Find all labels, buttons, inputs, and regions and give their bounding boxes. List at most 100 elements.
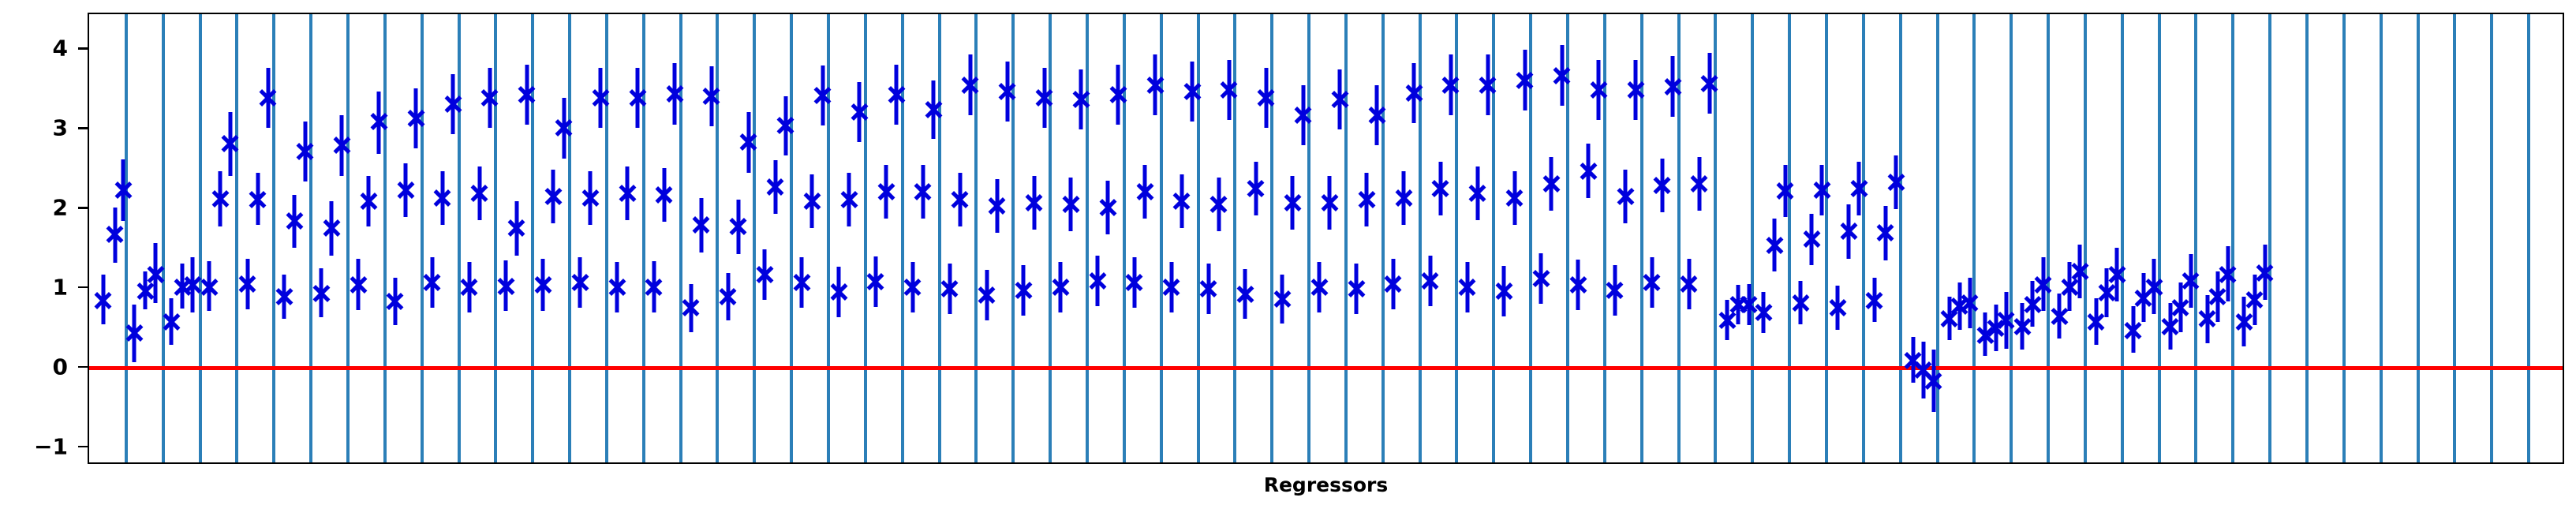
group-separator-line xyxy=(198,14,202,462)
error-bar xyxy=(121,159,125,222)
error-bar xyxy=(207,260,211,312)
error-bar xyxy=(2205,295,2210,343)
error-bar xyxy=(689,283,694,332)
error-bar xyxy=(1364,172,1369,227)
error-bar xyxy=(2141,272,2146,323)
error-bar xyxy=(1586,144,1591,199)
error-bar xyxy=(578,256,582,309)
group-separator-line xyxy=(1751,14,1755,462)
group-separator-line xyxy=(1196,14,1200,462)
error-bar xyxy=(451,73,455,135)
error-bar xyxy=(1747,283,1752,326)
group-separator-line xyxy=(827,14,830,462)
error-bar xyxy=(995,178,1000,234)
error-bar xyxy=(393,277,398,326)
error-bar xyxy=(1596,59,1601,121)
group-separator-line xyxy=(2342,14,2346,462)
error-bar xyxy=(1095,255,1100,307)
group-separator-line xyxy=(1529,14,1533,462)
group-separator-line xyxy=(346,14,350,462)
error-bar xyxy=(968,54,973,116)
error-bar xyxy=(1391,258,1396,310)
group-separator-line xyxy=(1122,14,1126,462)
error-bar xyxy=(773,159,778,215)
group-separator-line xyxy=(1898,14,1902,462)
group-separator-line xyxy=(2268,14,2272,462)
group-separator-line xyxy=(679,14,682,462)
group-separator-line xyxy=(457,14,461,462)
y-axis-tick-label: 1 xyxy=(52,274,68,301)
group-separator-line xyxy=(1455,14,1459,462)
error-bar xyxy=(709,65,714,127)
error-bar xyxy=(1560,45,1565,106)
group-separator-line xyxy=(716,14,720,462)
y-axis-tick xyxy=(78,365,88,368)
error-bar xyxy=(1623,169,1628,224)
error-bar xyxy=(477,166,482,221)
error-bar xyxy=(2104,267,2109,318)
group-separator-line xyxy=(1677,14,1681,462)
error-bar xyxy=(1772,219,1777,271)
error-bar xyxy=(1883,206,1888,260)
error-bar xyxy=(1079,69,1083,130)
error-bar xyxy=(413,88,418,149)
error-bar xyxy=(551,169,555,224)
group-separator-line xyxy=(1492,14,1496,462)
error-bar xyxy=(1227,59,1232,121)
error-bar xyxy=(1983,312,1987,356)
y-axis-tick xyxy=(78,206,88,209)
error-bar xyxy=(1798,280,1803,325)
group-separator-line xyxy=(2379,14,2383,462)
error-bar xyxy=(985,269,989,321)
error-bar xyxy=(282,274,286,320)
error-bar xyxy=(1180,174,1184,229)
error-bar xyxy=(1264,67,1269,129)
y-axis-tick-label: 4 xyxy=(52,35,68,62)
error-bar xyxy=(2041,256,2046,312)
error-bar xyxy=(884,164,888,219)
y-axis-tick-label: 3 xyxy=(52,114,68,141)
error-bar xyxy=(2253,274,2257,326)
error-bar xyxy=(303,122,308,181)
error-bar xyxy=(1374,84,1379,146)
error-bar xyxy=(1809,214,1814,265)
group-separator-line xyxy=(863,14,867,462)
group-separator-line xyxy=(1824,14,1828,462)
group-separator-line xyxy=(1085,14,1089,462)
group-separator-line xyxy=(2083,14,2087,462)
error-bar xyxy=(525,64,529,125)
error-bar xyxy=(169,298,174,345)
error-bar xyxy=(894,64,899,125)
error-bar xyxy=(1633,59,1638,121)
error-bar xyxy=(1501,265,1506,317)
error-bar xyxy=(762,249,767,301)
group-separator-line xyxy=(2157,14,2161,462)
error-bar xyxy=(1819,164,1824,216)
group-separator-line xyxy=(309,14,313,462)
error-bar xyxy=(1005,61,1010,122)
error-bar xyxy=(356,258,361,311)
error-bar xyxy=(1968,277,1972,329)
group-separator-line xyxy=(1418,14,1422,462)
error-bar xyxy=(113,208,118,263)
error-bar xyxy=(1761,292,1766,333)
error-bar xyxy=(540,258,545,312)
error-bar xyxy=(1142,164,1147,219)
group-separator-line xyxy=(937,14,941,462)
error-bar xyxy=(266,67,271,129)
error-bar xyxy=(910,261,915,313)
error-bar xyxy=(319,267,323,318)
group-separator-line xyxy=(1049,14,1052,462)
group-separator-line xyxy=(420,14,424,462)
error-bar xyxy=(921,164,925,219)
group-separator-line xyxy=(1714,14,1718,462)
error-bar xyxy=(1697,156,1702,211)
error-bar xyxy=(514,201,519,256)
error-bar xyxy=(1947,297,1952,340)
error-bar xyxy=(1105,180,1110,235)
zero-reference-line xyxy=(89,366,2563,371)
group-separator-line xyxy=(2453,14,2457,462)
y-axis-tick-label: 2 xyxy=(52,194,68,221)
error-bar xyxy=(1475,166,1480,221)
